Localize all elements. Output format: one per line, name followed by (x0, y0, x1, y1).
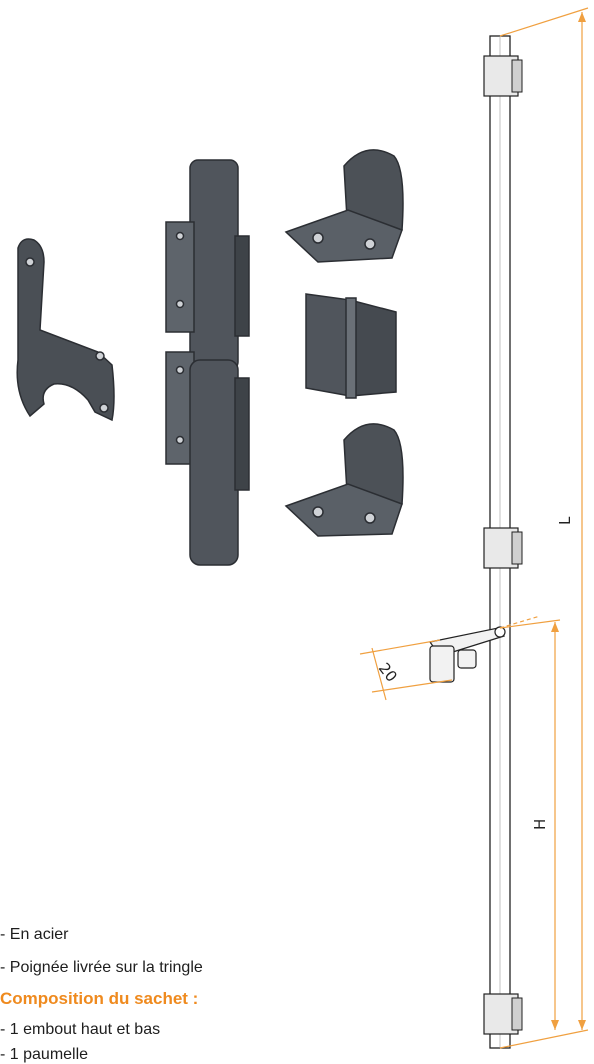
handle (428, 626, 506, 683)
composition-heading: Composition du sachet : (0, 989, 199, 1008)
composition-item: - 1 paumelle (0, 1046, 89, 1063)
feature-handle: - Poignée livrée sur la tringle (0, 959, 203, 976)
dimension-lines (359, 7, 589, 1049)
keeper-top (284, 149, 404, 263)
rod-end-bottom (165, 351, 250, 566)
dimension-handle-offset: 20 (375, 659, 401, 685)
rod (428, 35, 523, 1049)
dimension-height-label: H (531, 819, 549, 830)
feature-material: - En acier (0, 926, 69, 943)
rod-end-top (165, 159, 250, 371)
hinge-part (305, 293, 397, 399)
composition-item: - 1 embout haut et bas (0, 1021, 161, 1038)
keeper-bottom (284, 423, 404, 537)
hook-part (16, 238, 115, 422)
dimension-length-label: L (556, 516, 574, 525)
